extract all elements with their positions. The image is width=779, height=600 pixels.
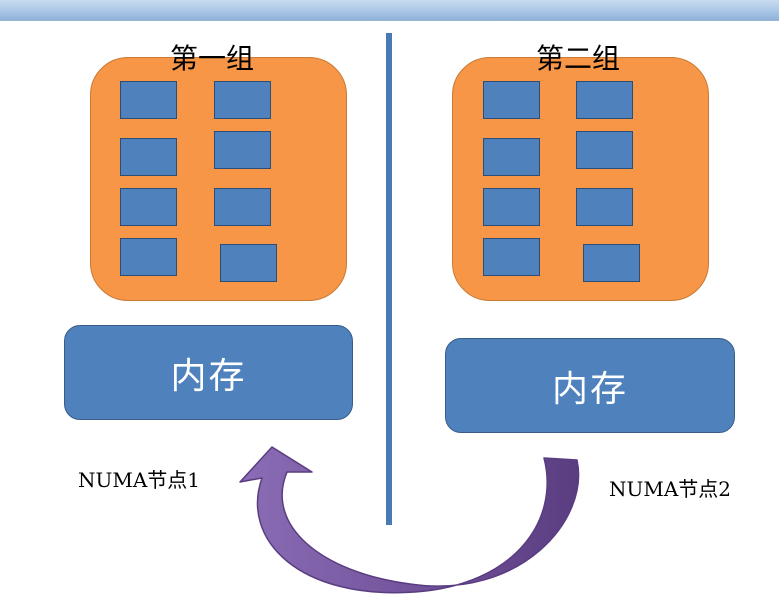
group-2-label: 第二组: [536, 42, 621, 75]
cpu-group-1: [90, 57, 347, 301]
cpu-core: [120, 238, 177, 276]
cpu-core: [576, 81, 633, 119]
cpu-core: [483, 81, 540, 119]
cpu-core: [120, 138, 177, 176]
cpu-core: [576, 131, 633, 169]
window-title-bar: [0, 0, 779, 21]
numa-node-1-label: NUMA节点1: [78, 468, 201, 492]
cpu-core: [214, 188, 271, 226]
memory-block-1: 内存: [64, 325, 353, 420]
cpu-core: [483, 238, 540, 276]
memory-block-2: 内存: [445, 338, 735, 433]
numa-node-2-label: NUMA节点2: [609, 477, 732, 501]
numa-divider-line: [386, 33, 392, 525]
cpu-core: [576, 188, 633, 226]
cpu-core: [120, 81, 177, 119]
cpu-core: [214, 131, 271, 169]
cpu-core: [214, 81, 271, 119]
cpu-core: [483, 188, 540, 226]
cpu-core: [483, 138, 540, 176]
cpu-group-2: [452, 57, 709, 301]
cpu-core: [120, 188, 177, 226]
cpu-core: [583, 244, 640, 282]
cpu-core: [220, 244, 277, 282]
group-1-label: 第一组: [170, 42, 255, 75]
